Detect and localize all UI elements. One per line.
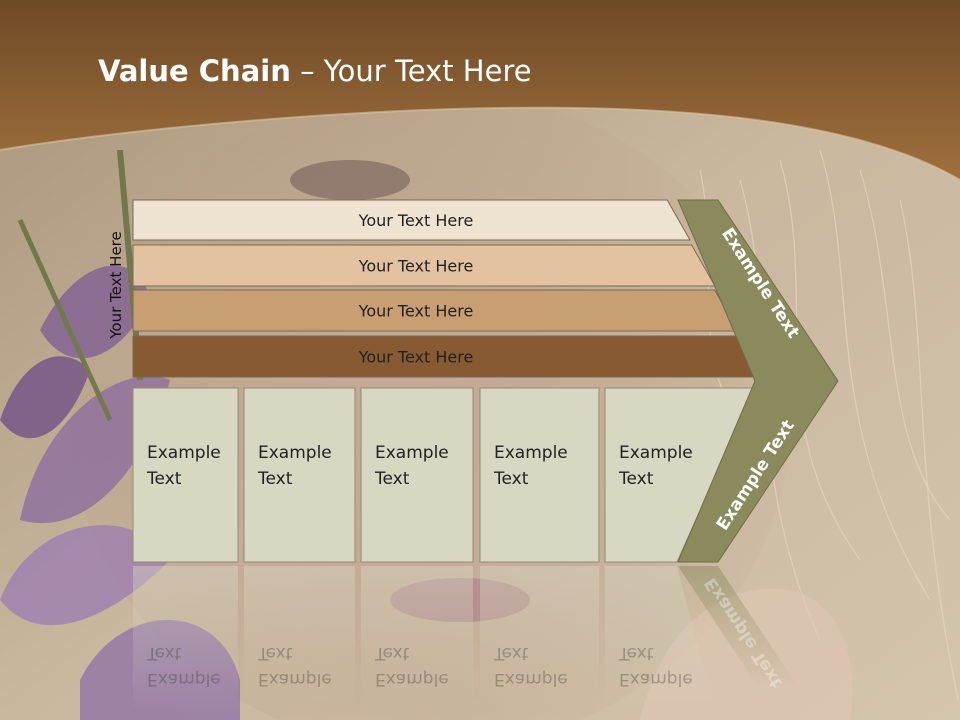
activity-box-line1-1: Example (147, 443, 221, 463)
value-row-1 (132, 199, 691, 241)
activity-box-line1-4: Example (494, 443, 568, 463)
activity-box-reflection-line2-4: Text (493, 643, 529, 663)
activity-box-reflection-line1-3: Example (375, 669, 449, 689)
activity-box-1 (132, 387, 239, 563)
chevron-arrow-shape (677, 199, 839, 563)
activity-box-3 (360, 387, 474, 563)
activity-box-reflection-5 (605, 566, 715, 712)
activity-box-line1-3: Example (375, 443, 449, 463)
activity-box-2 (243, 387, 356, 563)
activity-box-reflection-line2-2: Text (257, 643, 293, 663)
activity-box-line2-1: Text (146, 469, 182, 489)
eye-shape (290, 160, 410, 200)
slide-title: Value Chain – Your Text Here (98, 54, 532, 88)
value-row-label-4: Your Text Here (358, 348, 474, 367)
activity-box-reflection-line1-4: Example (494, 669, 568, 689)
activity-box-line2-5: Text (618, 469, 654, 489)
slide-title-rest: – Your Text Here (290, 54, 532, 88)
activity-box-reflection-3 (361, 566, 473, 712)
activity-box-line2-2: Text (257, 469, 293, 489)
side-label: Your Text Here (107, 231, 125, 339)
header-band (0, 0, 960, 180)
value-row-label-3: Your Text Here (358, 302, 474, 321)
activity-box-5 (604, 387, 756, 563)
activity-box-reflection-2 (244, 566, 355, 712)
activity-box-line1-5: Example (619, 443, 693, 463)
activity-box-reflection-1 (133, 566, 238, 712)
value-row-label-2: Your Text Here (358, 257, 474, 276)
header-highlight (0, 106, 960, 181)
activity-box-reflection-line1-1: Example (147, 669, 221, 689)
activity-box-reflection-line2-5: Text (618, 643, 654, 663)
activity-box-reflection-line1-2: Example (258, 669, 332, 689)
activity-box-reflection-line2-1: Text (146, 643, 182, 663)
activity-box-reflection-4 (480, 566, 599, 712)
slide-title-bold: Value Chain (98, 54, 291, 88)
activity-box-reflection-line2-3: Text (374, 643, 410, 663)
activity-box-line2-4: Text (493, 469, 529, 489)
value-row-label-1: Your Text Here (358, 211, 474, 230)
activity-box-4 (479, 387, 600, 563)
activity-box-line2-3: Text (374, 469, 410, 489)
activity-box-reflection-line1-5: Example (619, 669, 693, 689)
chevron-arrow-reflection (678, 566, 800, 690)
activity-box-line1-2: Example (258, 443, 332, 463)
